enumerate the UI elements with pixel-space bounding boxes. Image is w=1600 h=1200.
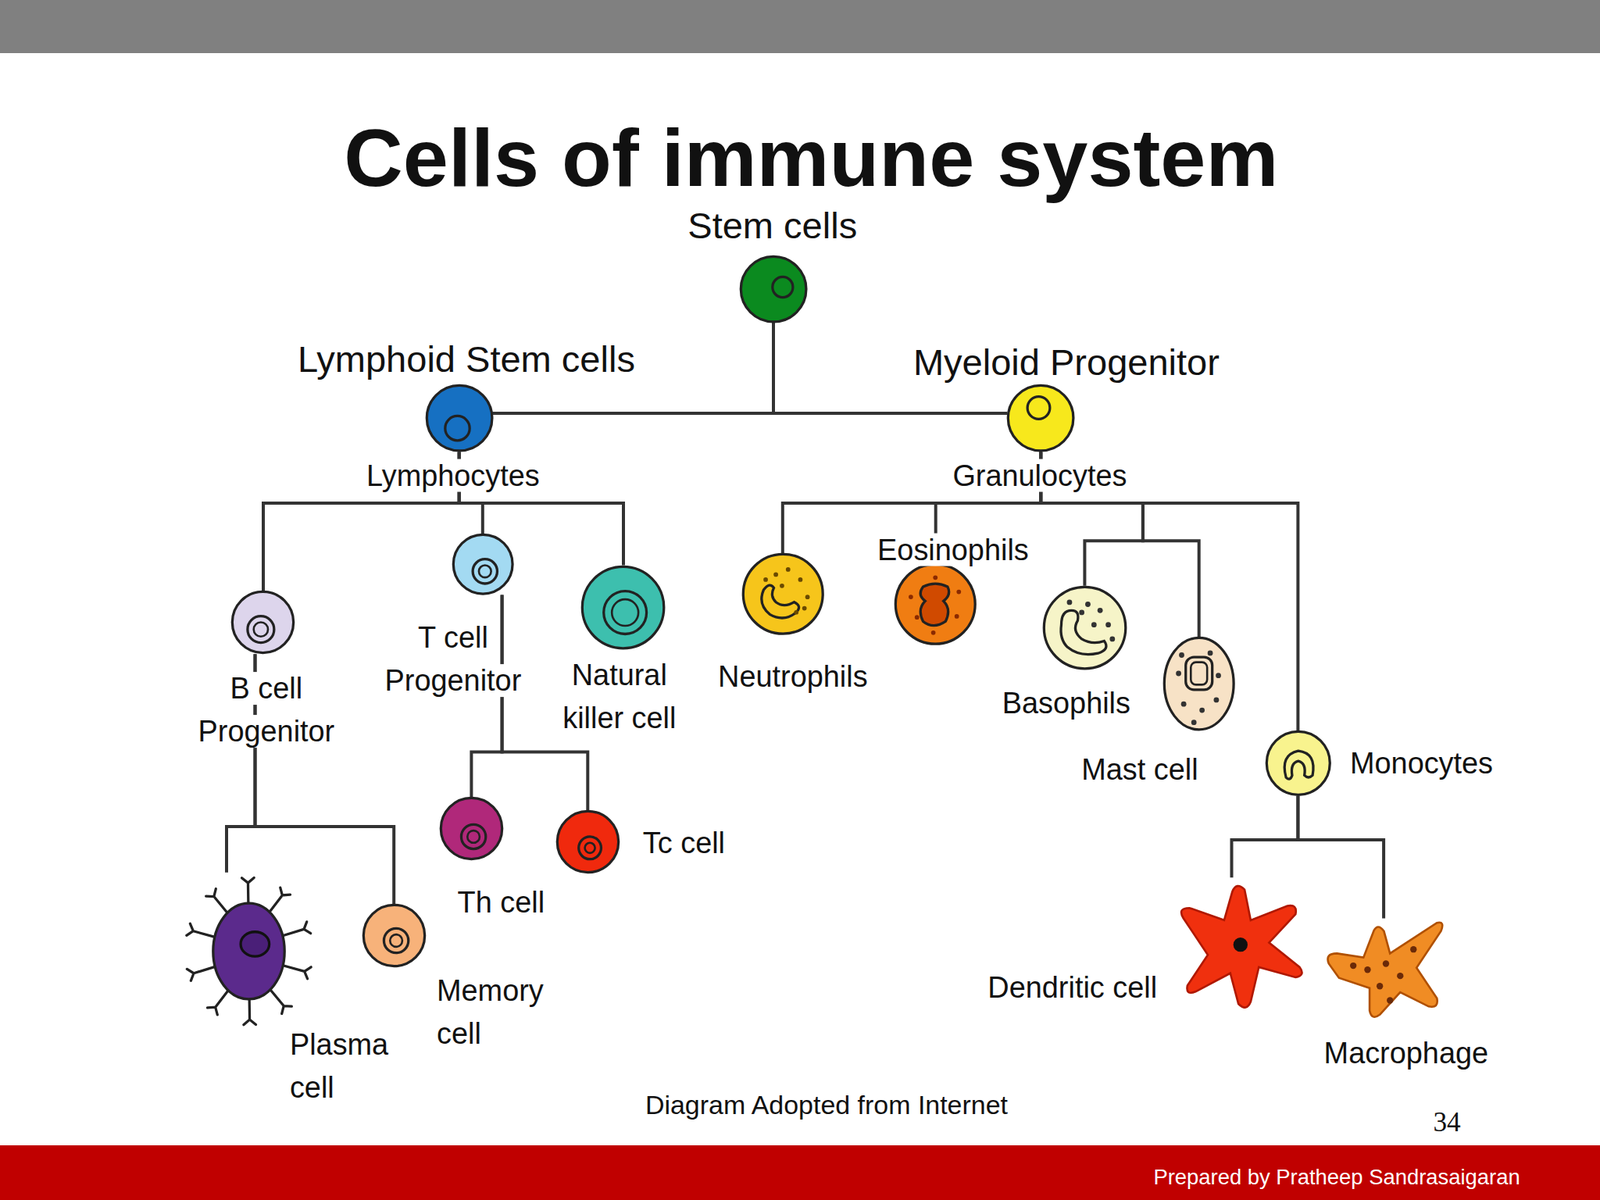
b-cell-progenitor: B cell Progenitor (231, 590, 295, 654)
memory-cell: Memory cell (362, 903, 426, 968)
slide-title: Cells of immune system (343, 112, 1279, 204)
cell-label-box: Natural killer cell (547, 653, 691, 740)
macrophage: Macrophage (1322, 918, 1447, 1023)
myeloid-progenitor: Myeloid Progenitor (1007, 384, 1075, 452)
author-credit: Prepared by Pratheep Sandrasaigaran (1153, 1164, 1520, 1190)
cell-label: Basophils (1002, 685, 1131, 719)
th-cell: Th cell (439, 796, 504, 861)
mast-cell: Mast cell (1163, 636, 1235, 731)
cell-label: Th cell (457, 885, 546, 918)
cell-label-box: Eosinophils (800, 528, 1107, 572)
cell-shape (362, 903, 426, 968)
cell-label: Lymphoid Stem cells (297, 338, 636, 380)
page-number-box: 34 (1396, 1102, 1499, 1143)
slide-title-box: Cells of immune system (96, 109, 1526, 208)
nk-cell: Natural killer cell (581, 565, 665, 650)
cell-label-box: Stem cells (568, 203, 977, 247)
dendritic-cell: Dendritic cell (1171, 877, 1308, 1017)
cell-label: Tc cell (642, 825, 725, 859)
figure-caption: Diagram Adopted from Internet (645, 1089, 1008, 1120)
figure-caption-box: Diagram Adopted from Internet (469, 1085, 1184, 1125)
stem-cell: Stem cells (739, 255, 808, 323)
cell-label-box: Plasma cell (289, 1023, 403, 1110)
group-label: Lymphocytes (366, 458, 540, 492)
cell-shape (452, 533, 514, 595)
cell-shape (1007, 384, 1075, 452)
lymphoid-stem-cell: Lymphoid Stem cells (425, 384, 493, 452)
cell-label-box: Lymphoid Stem cells (231, 337, 701, 382)
cell-shape (425, 384, 493, 452)
basophil: Basophils (1042, 585, 1127, 670)
eosinophil: Eosinophils (894, 563, 976, 645)
cell-shape (1042, 585, 1127, 670)
cell-label-box: B cell Progenitor (184, 667, 348, 754)
cell-shape (439, 796, 504, 861)
author-credit-box: Prepared by Pratheep Sandrasaigaran (1071, 1161, 1600, 1193)
page-number: 34 (1432, 1107, 1461, 1138)
cell-shape (556, 810, 620, 874)
cell-label-box: Mast cell (986, 747, 1293, 791)
neutrophil: Neutrophils (742, 553, 824, 635)
group-label-box: Granulocytes (886, 453, 1193, 497)
tc-cell: Tc cell (556, 810, 620, 874)
cell-label: Dendritic cell (987, 971, 1158, 1004)
cell-label-box: Myeloid Progenitor (832, 339, 1302, 384)
cell-shape (1265, 730, 1332, 797)
cell-shape (739, 255, 808, 323)
monocyte: Monocytes (1265, 730, 1332, 797)
cell-label-box: Macrophage (1253, 1031, 1560, 1075)
cell-shape (581, 565, 665, 650)
top-bar (0, 0, 1600, 54)
cell-label: T cell Progenitor (385, 621, 522, 697)
cell-label-box: Dendritic cell (919, 966, 1226, 1010)
cell-label: Myeloid Progenitor (913, 340, 1220, 383)
cell-label: Stem cells (687, 203, 858, 246)
plasma-cell: Plasma cell (180, 872, 318, 1030)
cell-shape (180, 872, 318, 1030)
cell-shape (1171, 877, 1308, 1017)
lineage-connector (1297, 796, 1384, 919)
cell-label: B cell Progenitor (198, 671, 336, 748)
cell-label: Memory cell (436, 974, 544, 1050)
cell-label: Plasma cell (289, 1028, 389, 1104)
cell-shape (1322, 918, 1447, 1023)
cell-shape (742, 553, 824, 635)
cell-label: Monocytes (1350, 746, 1493, 780)
bottom-bar (0, 1145, 1600, 1200)
cell-shape (231, 590, 295, 654)
group-label: Granulocytes (952, 458, 1127, 492)
cell-label-box: T cell Progenitor (371, 616, 535, 703)
group-label-box: Lymphocytes (300, 453, 607, 497)
cell-label: Macrophage (1324, 1035, 1489, 1069)
cell-shape (1163, 636, 1235, 731)
cell-label-box: Neutrophils (639, 654, 947, 698)
cell-label-box: Monocytes (1350, 742, 1600, 786)
cell-label-box: Tc cell (642, 821, 847, 865)
t-cell-progenitor: T cell Progenitor (452, 533, 514, 595)
cell-label: Eosinophils (877, 533, 1029, 567)
cell-label: Mast cell (1081, 752, 1198, 786)
cell-label: Natural killer cell (562, 658, 676, 735)
lineage-connector (1232, 796, 1299, 879)
cell-label: Neutrophils (717, 659, 868, 693)
cell-label-box: Memory cell (436, 969, 560, 1056)
cell-shape (894, 563, 976, 645)
